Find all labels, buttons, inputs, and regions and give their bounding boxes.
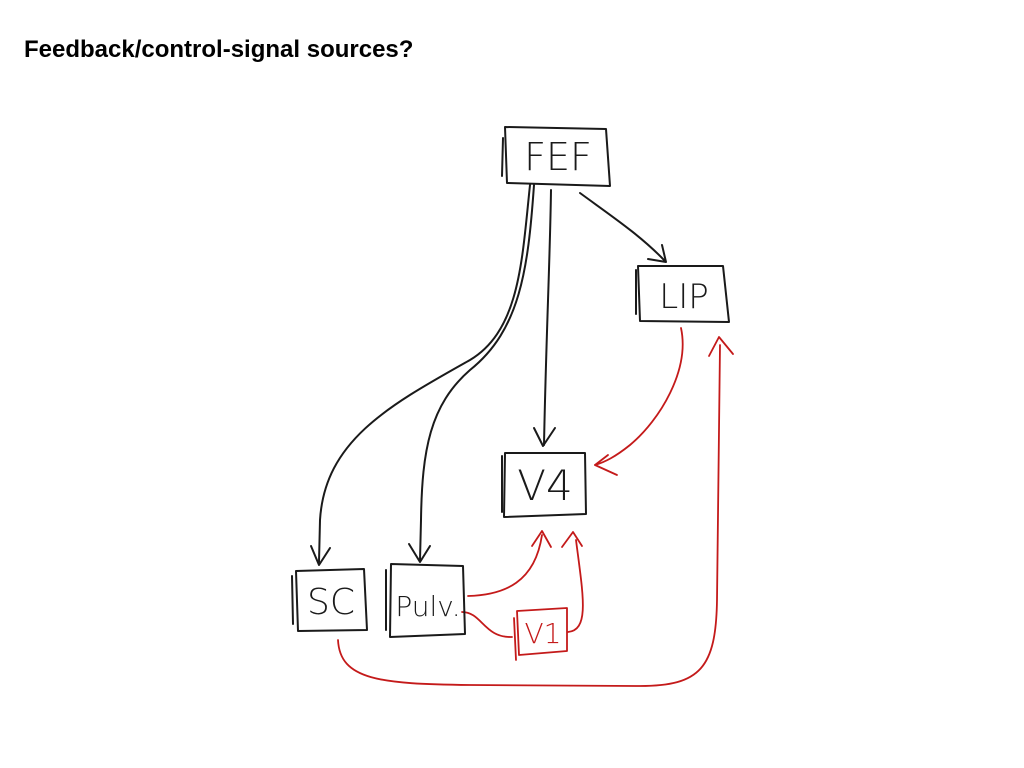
edge-fef-lip (579, 192, 665, 261)
node-label-v1: V1 (525, 617, 562, 650)
arrowhead-sc (310, 545, 331, 566)
arrowhead-v4 (533, 427, 556, 447)
edge-pulv-v4 (467, 534, 543, 597)
node-sc (291, 568, 368, 632)
node-label-v4: V4 (517, 461, 572, 510)
edge-sc-lip (337, 344, 721, 687)
arrowhead-pulv (408, 543, 431, 563)
edge-fef-v4 (543, 189, 552, 446)
node-pulv (385, 563, 466, 638)
node-label-lip: LIP (659, 277, 708, 317)
arrowhead-v1-v4 (561, 531, 583, 548)
node-fef (501, 126, 611, 187)
node-v4 (501, 452, 587, 518)
arrowhead-sc-lip (708, 336, 734, 357)
page-title: Feedback/control-signal sources? (24, 36, 414, 63)
edge-fef-pulv (419, 184, 535, 561)
node-label-fef: FEF (524, 135, 592, 179)
node-lip (635, 265, 730, 323)
edge-fef-sc (318, 184, 531, 563)
edge-pulv-v1 (461, 611, 513, 638)
edge-lip-v4 (594, 327, 684, 466)
node-label-sc: SC (307, 582, 355, 623)
arrowhead-lip (647, 244, 667, 263)
edge-v1-v4 (567, 539, 584, 633)
node-v1 (513, 607, 568, 661)
node-label-pulv: Pulv. (395, 590, 460, 623)
arrowhead-pulv-v4 (531, 530, 552, 548)
arrowhead-lip-v4 (594, 454, 618, 476)
